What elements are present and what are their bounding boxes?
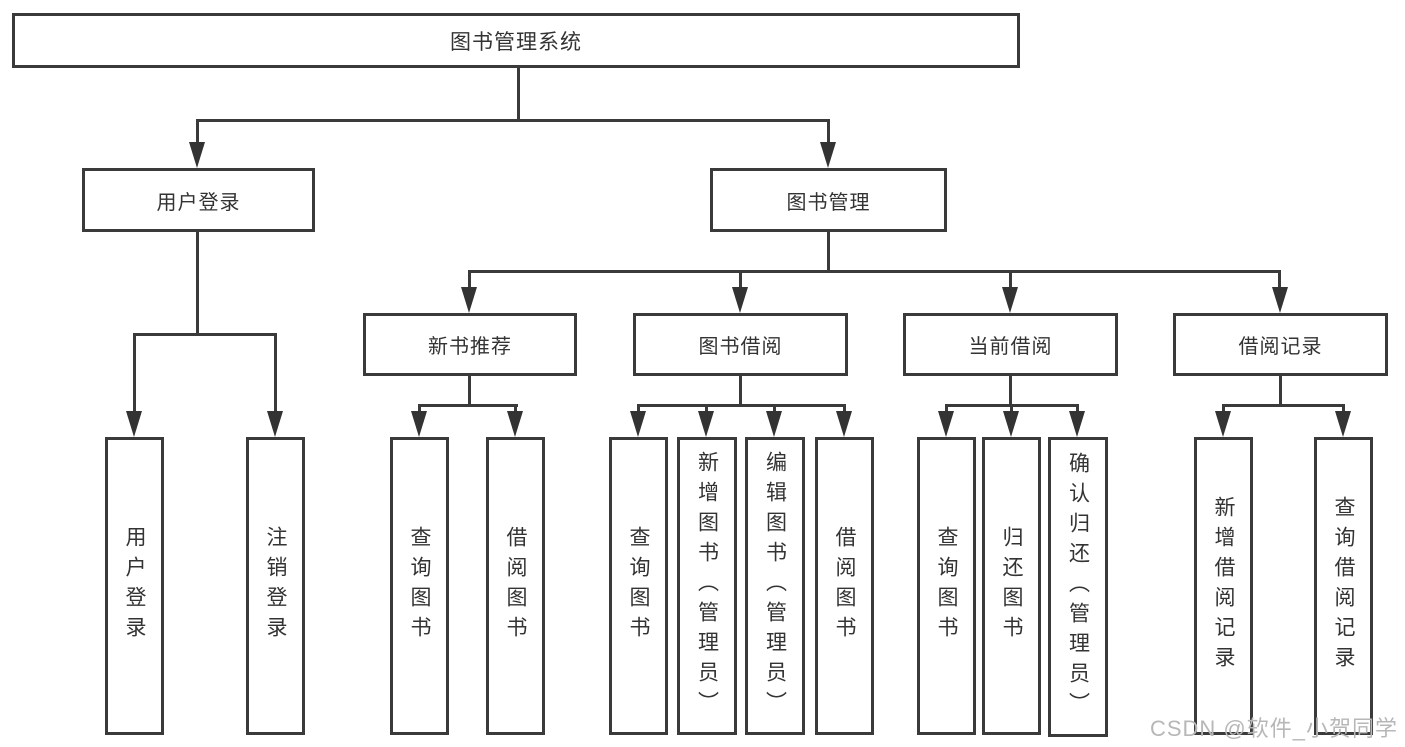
leaf-borrow-query-books: 查询图书 [609,437,668,735]
connector-records-stub-2 [1342,404,1345,413]
leaf-login-logout: 注销登录 [246,437,305,735]
node-label: 编辑图书（管理员） [763,451,787,721]
node-current-borrow: 当前借阅 [903,313,1118,376]
connector-userlogin-stub-1 [133,333,136,411]
node-label: 当前借阅 [968,336,1053,358]
connector-bookmgmt-stub-1 [468,270,471,289]
connector-userlogin-vline [196,232,199,336]
arrow-down-icon [1215,411,1231,437]
node-label: 注销登录 [264,526,287,646]
leaf-login-user-login: 用户登录 [105,437,164,735]
node-label: 新增图书（管理员） [695,451,719,721]
node-label: 查询图书 [935,526,958,646]
arrow-down-icon [507,411,523,437]
node-label: 归还图书 [1000,526,1023,646]
leaf-current-return-books: 归还图书 [982,437,1041,735]
leaf-current-query-books: 查询图书 [917,437,976,735]
arrow-down-icon [1272,287,1288,313]
connector-recommend-vline [468,376,471,407]
watermark: CSDN @软件_小贺同学 [1149,716,1398,741]
node-label: 图书管理系统 [450,30,582,54]
leaf-borrow-add-books-admin: 新增图书（管理员） [677,437,737,735]
arrow-down-icon [1003,411,1019,437]
node-borrow-records: 借阅记录 [1173,313,1388,376]
node-user-login: 用户登录 [82,168,315,232]
node-label: 查询图书 [408,526,431,646]
connector-root-vline [517,68,520,122]
node-label: 图书借阅 [698,336,783,358]
node-label: 用户登录 [156,191,241,214]
connector-current-stub-3 [1076,404,1079,413]
connector-borrow-hline [637,404,846,407]
leaf-borrow-borrow-books: 借阅图书 [815,437,874,735]
connector-bookmgmt-hline [468,270,1281,273]
node-label: 新书推荐 [428,336,512,358]
node-label: 借阅记录 [1238,336,1323,358]
node-label: 借阅图书 [833,526,856,646]
leaf-current-confirm-return-admin: 确认归还（管理员） [1048,437,1108,737]
connector-root-stub-right [827,119,830,146]
node-label: 用户登录 [123,526,146,646]
connector-current-vline [1009,376,1012,407]
arrow-down-icon [836,411,852,437]
connector-records-vline [1279,376,1282,407]
node-label: 图书管理 [786,191,871,214]
connector-borrow-stub-2 [705,404,708,413]
connector-userlogin-hline [133,333,277,336]
connector-userlogin-stub-2 [274,333,277,411]
arrow-down-icon [126,411,142,437]
connector-borrow-vline [739,376,742,407]
arrow-down-icon [411,411,427,437]
connector-records-hline [1222,404,1345,407]
node-label: 查询图书 [627,526,650,646]
node-label: 确认归还（管理员） [1066,452,1090,722]
arrow-down-icon [766,411,782,437]
arrow-down-icon [938,411,954,437]
arrow-down-icon [1335,411,1351,437]
node-book-borrow: 图书借阅 [633,313,848,376]
connector-current-stub-1 [945,404,948,413]
connector-recommend-stub-2 [514,404,517,413]
node-new-book-recommend: 新书推荐 [363,313,577,376]
connector-root-stub-left [196,119,199,146]
arrow-down-icon [189,142,205,168]
node-label: 新增借阅记录 [1212,496,1235,676]
connector-records-stub-1 [1222,404,1225,413]
leaf-records-query-record: 查询借阅记录 [1314,437,1373,735]
arrow-down-icon [820,142,836,168]
node-label: 查询借阅记录 [1332,496,1355,676]
connector-root-hline [196,119,830,122]
node-book-management: 图书管理 [710,168,947,232]
leaf-borrow-edit-books-admin: 编辑图书（管理员） [745,437,805,735]
leaf-records-add-record: 新增借阅记录 [1194,437,1253,735]
leaf-recommend-borrow-books: 借阅图书 [486,437,545,735]
arrow-down-icon [461,287,477,313]
arrow-down-icon [1002,287,1018,313]
leaf-recommend-query-books: 查询图书 [390,437,449,735]
connector-borrow-stub-3 [773,404,776,413]
node-label: 借阅图书 [504,526,527,646]
node-library-management-system: 图书管理系统 [12,13,1020,68]
arrow-down-icon [267,411,283,437]
connector-current-stub-2 [1010,404,1013,413]
arrow-down-icon [1069,411,1085,437]
connector-recommend-stub-1 [418,404,421,413]
connector-bookmgmt-stub-3 [1009,270,1012,289]
connector-bookmgmt-stub-2 [739,270,742,289]
arrow-down-icon [630,411,646,437]
connector-recommend-hline [418,404,518,407]
connector-borrow-stub-1 [637,404,640,413]
connector-bookmgmt-stub-4 [1278,270,1281,289]
connector-borrow-stub-4 [843,404,846,413]
arrow-down-icon [732,287,748,313]
connector-bookmgmt-vline [827,232,830,273]
arrow-down-icon [698,411,714,437]
